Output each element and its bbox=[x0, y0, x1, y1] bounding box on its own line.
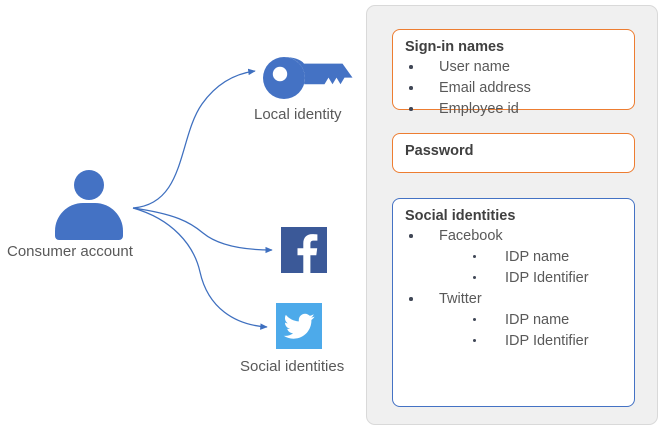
bullet-icon bbox=[473, 339, 476, 342]
list-item-label: Email address bbox=[439, 80, 531, 96]
list-item: Email address bbox=[405, 78, 624, 99]
identity-flow-diagram: Consumer account Local identity Social i… bbox=[7, 57, 353, 375]
list-item: IDP Identifier bbox=[471, 268, 624, 289]
bullet-icon bbox=[409, 65, 413, 69]
bullet-icon bbox=[409, 107, 413, 111]
bullet-icon bbox=[409, 86, 413, 90]
list-item: User name bbox=[405, 57, 624, 78]
arrow-to-local-identity bbox=[132, 68, 256, 209]
list-item: IDP Identifier bbox=[471, 331, 624, 352]
person-head-shape bbox=[74, 170, 104, 200]
bullet-icon bbox=[473, 276, 476, 279]
local-identity-label: Local identity bbox=[254, 106, 342, 123]
social-identities-title: Social identities bbox=[405, 208, 516, 224]
list-item: Facebook IDP name IDP Identifier bbox=[405, 226, 624, 289]
list-item-label: IDP Identifier bbox=[505, 333, 589, 349]
person-body-shape bbox=[55, 203, 123, 240]
sign-in-names-title: Sign-in names bbox=[405, 39, 505, 55]
bullet-icon bbox=[473, 255, 476, 258]
list-item-label: Employee id bbox=[439, 101, 519, 117]
consumer-account-label: Consumer account bbox=[7, 243, 133, 260]
list-item: Twitter IDP name IDP Identifier bbox=[405, 289, 624, 352]
password-title: Password bbox=[405, 143, 474, 159]
person-icon bbox=[55, 170, 123, 240]
arrow-to-twitter bbox=[132, 207, 268, 330]
list-item-label: IDP name bbox=[505, 249, 570, 265]
social-identities-box: Social identities Facebook IDP name IDP … bbox=[392, 198, 635, 407]
facebook-icon bbox=[281, 227, 327, 273]
bullet-icon bbox=[409, 297, 413, 301]
sign-in-names-list: User name Email address Employee id bbox=[405, 57, 624, 120]
social-identities-icon-label: Social identities bbox=[240, 358, 345, 375]
bullet-icon bbox=[409, 234, 413, 238]
list-item-label: IDP name bbox=[505, 312, 570, 328]
twitter-sublist: IDP name IDP Identifier bbox=[471, 310, 624, 352]
twitter-icon bbox=[276, 303, 322, 349]
identity-details-panel: Sign-in names User name Email address Em… bbox=[366, 5, 658, 425]
list-item-label: IDP Identifier bbox=[505, 270, 589, 286]
social-identities-list: Facebook IDP name IDP Identifier Twitter bbox=[405, 226, 624, 352]
sign-in-names-box: Sign-in names User name Email address Em… bbox=[392, 29, 635, 117]
list-item: IDP name bbox=[471, 247, 624, 268]
list-item-label: User name bbox=[439, 59, 510, 75]
list-item: IDP name bbox=[471, 310, 624, 331]
bullet-icon bbox=[473, 318, 476, 321]
list-item: Employee id bbox=[405, 99, 624, 120]
list-item-label: Facebook bbox=[439, 228, 503, 244]
list-item-label: Twitter bbox=[439, 291, 482, 307]
password-box: Password bbox=[392, 133, 635, 173]
arrow-to-facebook bbox=[132, 207, 273, 254]
key-icon bbox=[263, 57, 353, 99]
facebook-sublist: IDP name IDP Identifier bbox=[471, 247, 624, 289]
